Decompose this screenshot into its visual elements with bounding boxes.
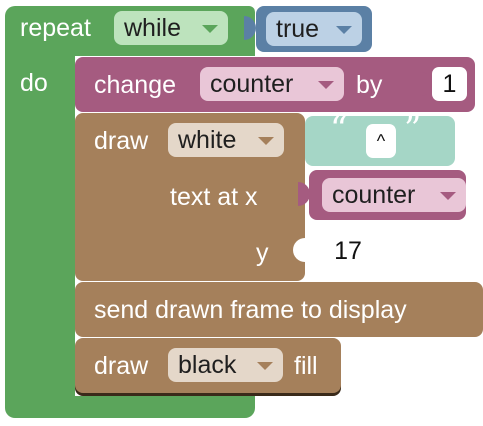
text-at-x-label: text at x	[170, 183, 258, 211]
repeat-label: repeat	[20, 14, 91, 42]
draw-color-value: white	[178, 126, 237, 154]
y-value-input[interactable]: 17	[323, 234, 373, 268]
draw-label: draw	[94, 127, 149, 155]
x-connector	[298, 182, 310, 206]
draw-color-dropdown[interactable]: white	[168, 123, 284, 157]
fill-label: fill	[294, 352, 318, 380]
by-label: by	[356, 71, 383, 99]
x-variable-dropdown[interactable]: counter	[322, 178, 466, 212]
change-amount-input[interactable]: 1	[432, 67, 467, 101]
text-value-input[interactable]: ^	[366, 124, 396, 158]
change-label: change	[94, 71, 177, 99]
chevron-down-icon	[336, 26, 352, 34]
condition-value: true	[276, 15, 320, 43]
chevron-down-icon	[440, 192, 456, 200]
loop-mode-value: while	[124, 14, 181, 42]
y-label: y	[256, 239, 269, 267]
quote-close-icon: ”	[404, 109, 422, 149]
chevron-down-icon	[258, 137, 274, 145]
chevron-down-icon	[257, 362, 273, 370]
change-variable-dropdown[interactable]: counter	[200, 67, 344, 101]
chevron-down-icon	[202, 25, 218, 33]
chevron-down-icon	[318, 81, 334, 89]
send-frame-block[interactable]	[75, 282, 483, 337]
send-frame-label: send drawn frame to display	[94, 296, 407, 324]
fill-color-dropdown[interactable]: black	[168, 348, 283, 382]
quote-open-icon: “	[330, 109, 348, 149]
condition-dropdown[interactable]: true	[266, 12, 362, 46]
amount-connector	[420, 72, 432, 96]
y-connector-notch	[293, 238, 307, 262]
x-variable-value: counter	[332, 181, 416, 209]
draw-fill-label: draw	[94, 352, 149, 380]
change-variable-value: counter	[210, 70, 294, 98]
loop-mode-dropdown[interactable]: while	[114, 11, 228, 45]
condition-connector	[244, 16, 256, 40]
fill-color-value: black	[178, 351, 237, 379]
do-label: do	[20, 69, 48, 97]
